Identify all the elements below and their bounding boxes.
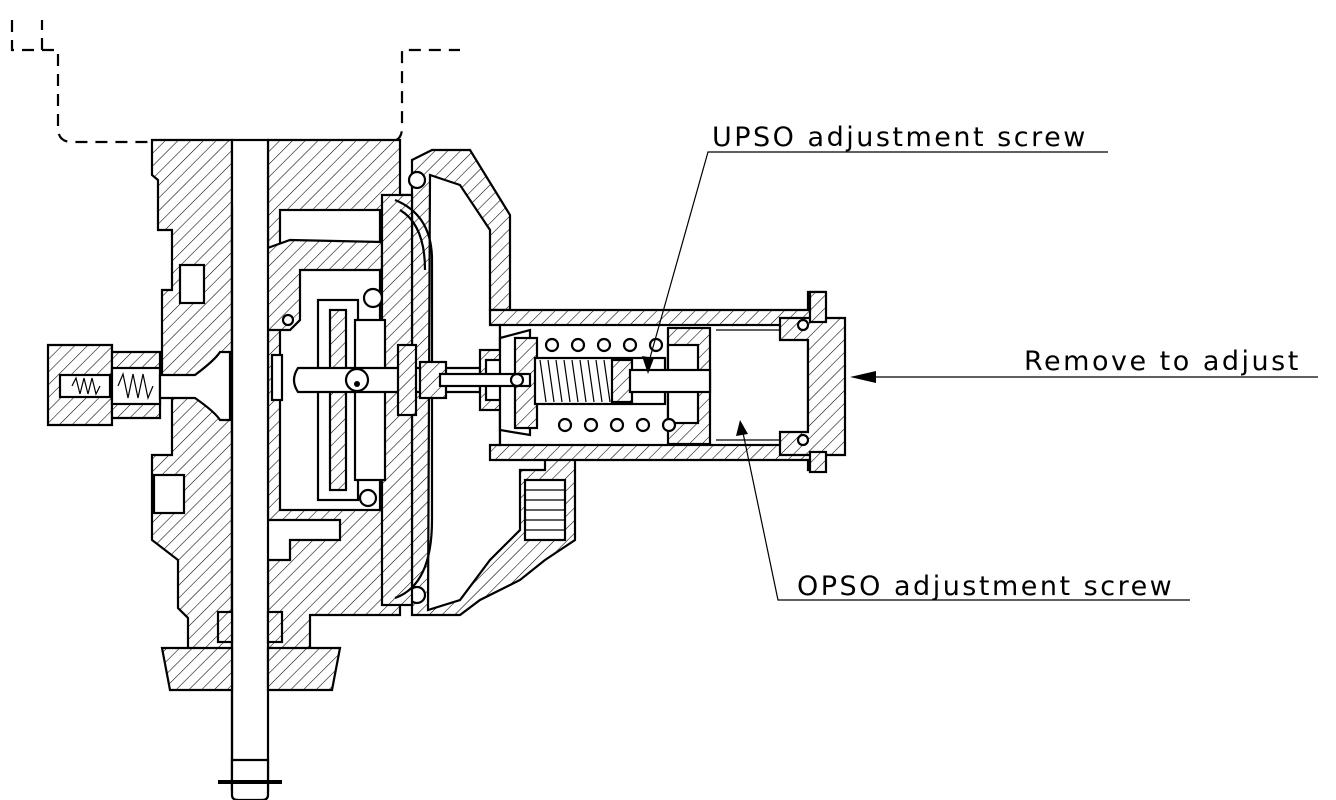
linkage-mechanism [292, 298, 482, 508]
left-relief-fitting [46, 343, 284, 427]
opso-leader [736, 420, 1190, 601]
bottom-nut [160, 646, 342, 692]
opso-label: OPSO adjustment screw [797, 571, 1174, 602]
central-stem [216, 138, 284, 800]
upso-label: UPSO adjustment screw [712, 122, 1088, 153]
upso-leader [642, 151, 1108, 374]
outer-spring [544, 337, 677, 433]
right-cap [716, 290, 847, 474]
inner-spring [533, 356, 712, 406]
dashed-pipe-outline [10, 20, 460, 144]
pushrod [438, 372, 532, 388]
remove-label: Remove to adjust [1024, 346, 1301, 377]
valve-body [150, 138, 416, 662]
remove-leader [850, 371, 1318, 383]
